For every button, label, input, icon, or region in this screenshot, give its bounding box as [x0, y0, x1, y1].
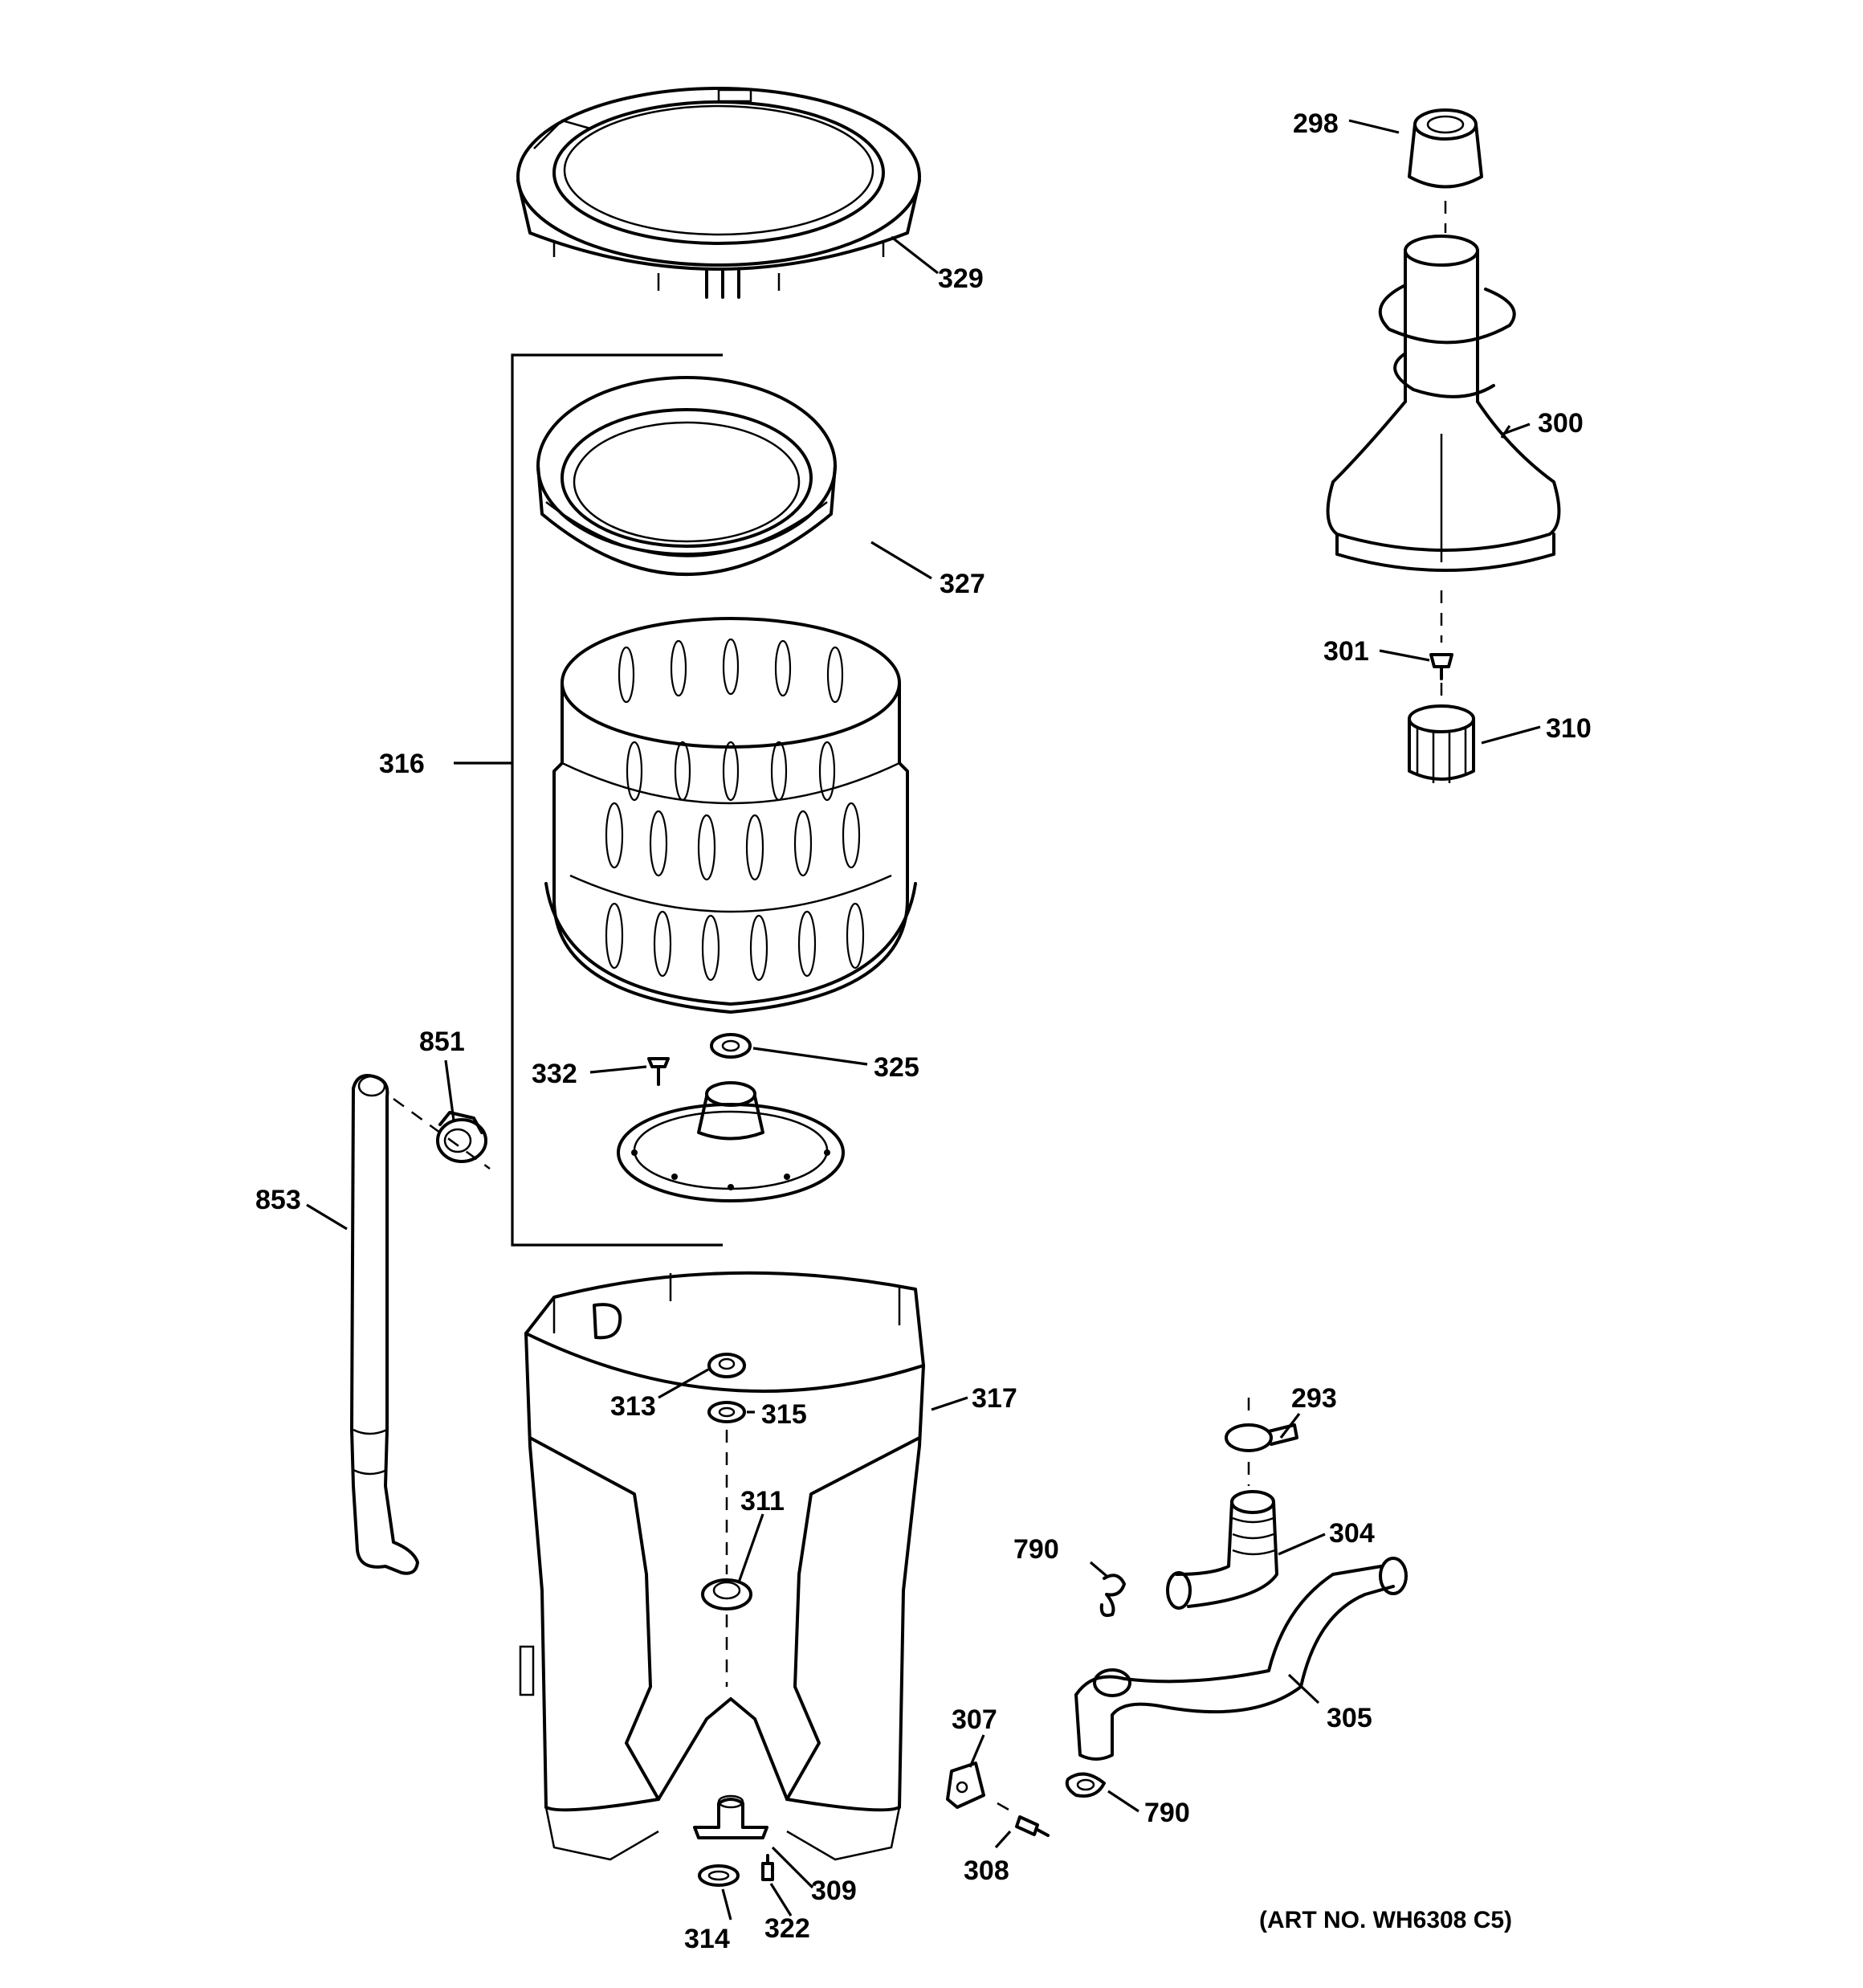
label-300: 300 — [1538, 408, 1584, 439]
label-316: 316 — [379, 749, 425, 779]
bracket-316-assembly — [511, 353, 723, 1247]
part-325-hub-nut — [710, 1033, 752, 1059]
label-307: 307 — [952, 1704, 997, 1735]
part-307-bracket — [946, 1761, 985, 1809]
part-310-retainer — [1408, 704, 1475, 783]
part-853-overflow-tube — [350, 1074, 419, 1575]
part-790-clamp-lower — [1065, 1772, 1106, 1798]
label-298: 298 — [1293, 108, 1339, 139]
part-316-wash-basket — [544, 617, 917, 1014]
part-327-balance-ring — [536, 376, 837, 576]
label-301: 301 — [1323, 636, 1369, 667]
label-314: 314 — [684, 1924, 730, 1954]
part-300-agitator — [1326, 235, 1561, 572]
label-851: 851 — [419, 1027, 465, 1057]
part-332-screw — [647, 1057, 670, 1086]
label-790-lower: 790 — [1144, 1798, 1190, 1828]
part-329-tub-cover — [516, 87, 921, 299]
part-304-hose — [1166, 1490, 1278, 1610]
label-304: 304 — [1329, 1518, 1375, 1549]
label-293: 293 — [1291, 1383, 1337, 1414]
part-790-clamp-upper — [1099, 1574, 1126, 1618]
part-298-cap — [1408, 108, 1483, 189]
label-309: 309 — [811, 1876, 857, 1906]
label-311: 311 — [740, 1486, 785, 1517]
part-316-basket-hub — [617, 1081, 845, 1202]
part-851-fitting — [436, 1111, 487, 1163]
part-293-clamp — [1225, 1423, 1298, 1452]
art-number: (ART NO. WH6308 C5) — [1259, 1907, 1512, 1933]
label-329: 329 — [938, 263, 984, 294]
label-332: 332 — [532, 1059, 577, 1089]
part-313-bearing — [707, 1353, 746, 1378]
part-309-bracket — [693, 1794, 768, 1839]
label-317: 317 — [972, 1383, 1017, 1414]
label-790-upper: 790 — [1013, 1534, 1059, 1565]
part-308-screw — [1015, 1815, 1050, 1837]
part-317-outer-tub — [519, 1271, 925, 1861]
label-322: 322 — [764, 1913, 810, 1944]
label-327: 327 — [940, 569, 985, 599]
label-315: 315 — [761, 1399, 807, 1430]
label-308: 308 — [964, 1855, 1009, 1886]
leader-lines — [306, 119, 1541, 1921]
part-301-bolt — [1429, 653, 1453, 680]
label-853: 853 — [255, 1185, 301, 1215]
part-315-seal — [707, 1401, 746, 1423]
part-314-washer — [698, 1864, 740, 1887]
label-305: 305 — [1327, 1703, 1372, 1733]
part-305-drain-hose — [1074, 1557, 1408, 1761]
label-325: 325 — [874, 1052, 919, 1083]
part-322-screw — [761, 1854, 774, 1881]
label-313: 313 — [610, 1391, 656, 1422]
label-310: 310 — [1546, 713, 1592, 744]
part-311-seal-assembly — [701, 1578, 752, 1610]
